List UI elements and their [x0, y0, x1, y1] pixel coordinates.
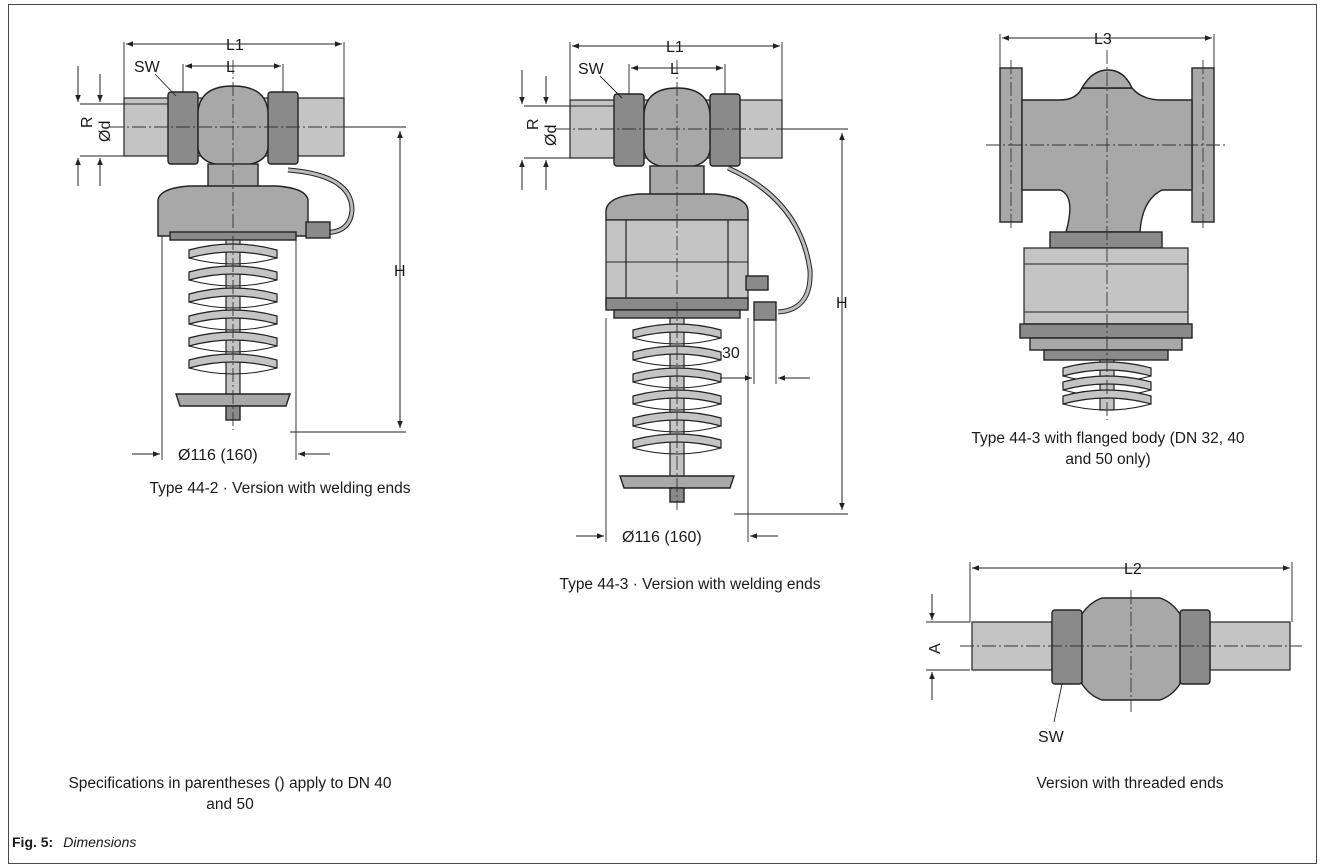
- caption-flanged-line1: Type 44-3 with flanged body (DN 32, 40: [971, 430, 1245, 447]
- label-D116-b: Ø116 (160): [622, 529, 702, 546]
- label-H-b: H: [836, 295, 848, 312]
- figure-caption: Fig. 5: Dimensions: [12, 834, 136, 850]
- dimensions-threaded: L2 A SW: [926, 561, 1293, 746]
- caption-type-44-2: Type 44-2 · Version with welding ends: [149, 480, 411, 497]
- label-30: 30: [722, 345, 740, 362]
- valve-type-44-3: [556, 60, 813, 510]
- caption-flanged: Type 44-3 with flanged body (DN 32, 40 a…: [920, 428, 1296, 470]
- valve-flanged-body: [986, 50, 1228, 420]
- figure-title: Dimensions: [63, 834, 137, 850]
- caption-specifications: Specifications in parentheses () apply t…: [60, 773, 400, 815]
- caption-flanged-line2: and 50 only): [1065, 451, 1151, 468]
- caption-spec-line1: Specifications in parentheses () apply t…: [68, 775, 392, 792]
- label-R-b: R: [525, 118, 542, 130]
- label-SW-a: SW: [134, 59, 161, 76]
- label-L-b: L: [670, 61, 679, 78]
- valve-type-44-2: [110, 60, 360, 430]
- label-L2: L2: [1124, 561, 1142, 578]
- label-L3: L3: [1094, 31, 1112, 48]
- figure-frame: [8, 4, 1317, 864]
- dimensions-flanged: L3: [999, 31, 1215, 68]
- dimensions-type-44-3: L1 L SW R Ød H 30 Ø116 (160): [519, 39, 848, 546]
- figure-number: Fig. 5:: [12, 834, 54, 850]
- caption-spec-line2: and 50: [206, 796, 254, 813]
- label-A: A: [927, 643, 944, 654]
- label-Od-b: Ød: [543, 125, 560, 146]
- label-R-a: R: [79, 116, 96, 128]
- label-L-a: L: [226, 59, 235, 76]
- valve-threaded-ends: [960, 590, 1302, 712]
- dimensions-type-44-2: L1 L SW R Ød H Ø116 (160): [75, 37, 406, 464]
- label-H-a: H: [394, 263, 406, 280]
- label-SW-c: SW: [1038, 729, 1065, 746]
- label-D116-a: Ø116 (160): [178, 447, 258, 464]
- label-L1-b: L1: [666, 39, 684, 56]
- caption-threaded: Version with threaded ends: [1036, 775, 1224, 792]
- label-Od-a: Ød: [97, 121, 114, 142]
- label-L1-a: L1: [226, 37, 244, 54]
- caption-type-44-3: Type 44-3 · Version with welding ends: [559, 576, 821, 593]
- label-SW-b: SW: [578, 61, 605, 78]
